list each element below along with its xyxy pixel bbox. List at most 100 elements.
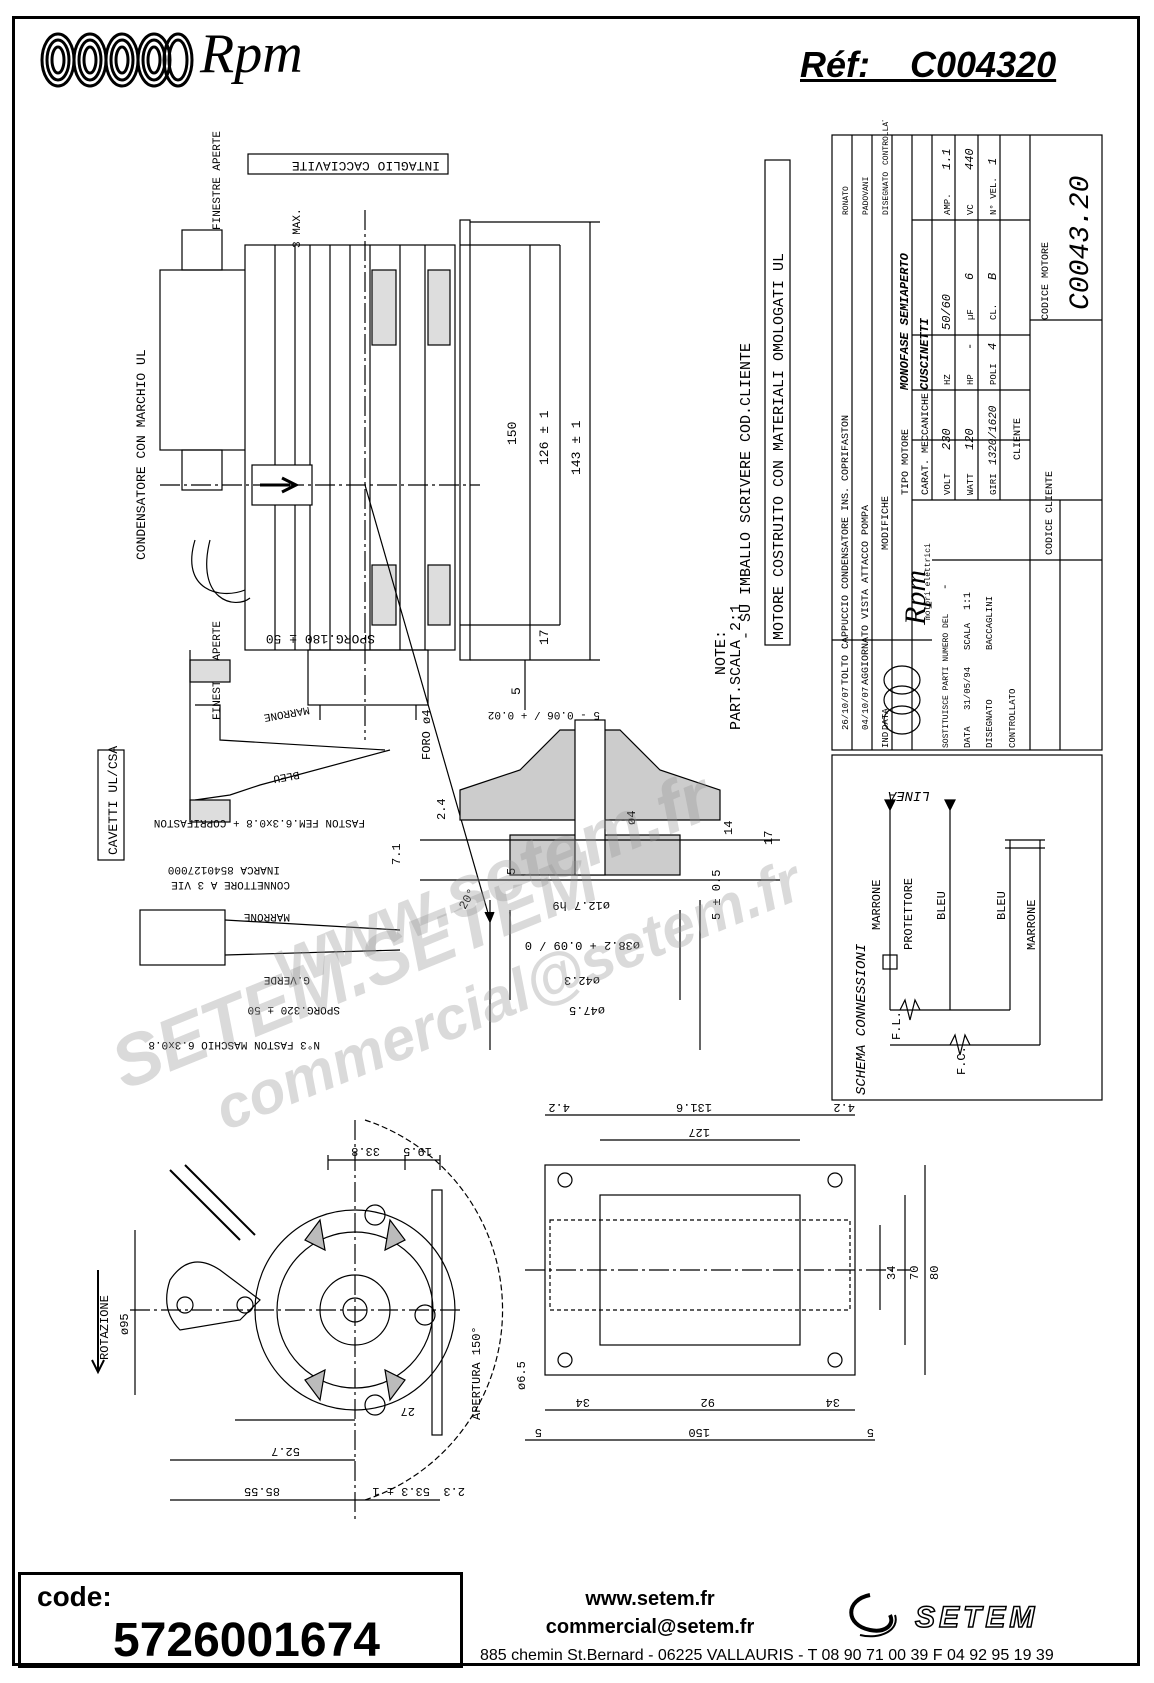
uf: 6 — [963, 273, 977, 280]
name1: RONATO — [842, 186, 851, 215]
codice-cliente-label: CODICE CLIENTE — [1045, 471, 1056, 555]
dim-92: 92 — [701, 1395, 715, 1409]
sporg-320: SPORG.320 ± 50 — [248, 1003, 340, 1015]
dim-5d: 5 — [867, 1425, 874, 1439]
col-data: DATA — [881, 708, 891, 730]
amp-label: AMP. — [943, 193, 953, 215]
connettore: CONNETTORE A 3 VIE — [171, 878, 290, 890]
cable-detail: SPORG.180 ± 50 MARRONE BLEU FASTON FEM.6… — [97, 631, 401, 1050]
nvel-label: N° VEL. — [989, 177, 999, 215]
dim-5-006: 5 - 0.06 / + 0.02 — [488, 708, 600, 720]
code-label: code: — [37, 1581, 112, 1612]
label-3max: 3 MAX. — [292, 208, 304, 248]
schema-bleu2: BLEU — [995, 891, 1009, 920]
setem-logo: SETEM — [849, 1593, 1035, 1638]
dim-5b: 5 — [505, 868, 519, 875]
note-1: - SU IMBALLO SCRIVERE COD.CLIENTE — [738, 343, 755, 640]
title-block: 26/10/07 TOLTO CAPPUCCIO CONDENSATORE IN… — [831, 120, 1103, 751]
code-box: code: 5726001674 — [18, 1572, 463, 1668]
g-verde: G.VERDE — [263, 973, 310, 985]
dim-70: 70 — [908, 1266, 922, 1280]
dim-5: 5 — [509, 687, 524, 695]
dim-14: 14 — [722, 821, 736, 835]
dim-4-2b: 4.2 — [833, 1100, 855, 1114]
motor-side-view: 150 126 ± 1 143 ± 1 17 5 CONDENSATORE CO… — [134, 131, 600, 924]
inarca: INARCA 8540127000 — [168, 863, 280, 875]
carat: CUSCINETTI — [918, 317, 932, 390]
disegnato: BACCAGLINI — [985, 596, 995, 650]
pulley-detail: PART.SCALA 2:1 5 - 0.06 / + 0.02 2.4 7.1… — [390, 604, 780, 1050]
tipo-motore: MONOFASE SEMIAPERTO — [898, 252, 912, 391]
address: 885 chemin St.Bernard - 06225 VALLAURIS … — [480, 1647, 1054, 1664]
poli: 4 — [986, 343, 1000, 350]
apertura: APERTURA 150° — [470, 1326, 484, 1420]
controllato-label: CONTROLLATO — [1008, 689, 1018, 748]
motor-front-view: 33.8 19.5 ø95 ROTAZIONE APERTURA 150° 27… — [91, 1119, 504, 1520]
schema-protettore: PROTETTORE — [902, 878, 916, 950]
scala-label: SCALA — [963, 622, 973, 650]
dim-2-4: 2.4 — [435, 798, 449, 820]
sporg-180: SPORG.180 ± 50 — [266, 631, 375, 646]
data-label: DATA — [963, 726, 973, 748]
dim-150b: 150 — [688, 1425, 710, 1439]
schema-title: SCHEMA CONNESSIONI — [854, 943, 870, 1095]
note-title: NOTE: — [713, 630, 730, 675]
dim-5c: 5 — [535, 1425, 542, 1439]
page-frame — [12, 16, 1140, 1666]
schema-fc: F.C. — [955, 1046, 969, 1075]
dim-phi6-5: ø6.5 — [515, 1361, 529, 1390]
connector-marrone: MARRONE — [243, 910, 290, 922]
tb-rpm: Rpm — [899, 570, 932, 626]
dim-phi12-7: ø12.7 h9 — [552, 898, 610, 912]
faston-maschio: N°3 FASTON MASCHIO 6.3x0.8 — [148, 1038, 320, 1050]
dim-phi38-2: ø38.2 + 0.09 / 0 — [525, 938, 640, 952]
label-foro: FORO ø4 — [420, 710, 434, 760]
cl-label: CL. — [989, 304, 999, 320]
codice-motore: C0043.20 — [1066, 176, 1097, 310]
dim-131-6: 131.6 — [676, 1100, 712, 1114]
label-condensatore: CONDENSATORE CON MARCHIO UL — [134, 349, 149, 560]
dim-80: 80 — [928, 1266, 942, 1280]
schema-bleu: BLEU — [935, 891, 949, 920]
rev7-date: 26/10/07 — [841, 687, 851, 730]
rpm-coil-logo — [40, 32, 194, 88]
technical-drawing: 150 126 ± 1 143 ± 1 17 5 CONDENSATORE CO… — [91, 120, 1103, 1520]
sostituisce: SOSTITUISCE PARTI NUMERO DEL — [942, 613, 951, 748]
tb-motori: motori elettrici — [924, 543, 933, 620]
faston-fem: FASTON FEM.6.3x0.8 + COPRIFASTON — [154, 816, 365, 828]
codice-motore-label: CODICE MOTORE — [1041, 242, 1052, 320]
dim-phi4: ø4 — [625, 811, 639, 825]
col-modifiche: MODIFICHE — [881, 496, 892, 550]
dim-7-1: 7.1 — [390, 843, 404, 865]
ref-value: C004320 — [910, 44, 1057, 85]
col-dis: DISEGNATO — [882, 172, 891, 215]
dim-5-05: 5 ± 0.5 — [710, 870, 724, 920]
dim-52-7: 52.7 — [271, 1444, 300, 1458]
name2: PADOVANI — [862, 177, 871, 215]
nvel: 1 — [986, 158, 1000, 165]
hp-label: HP — [966, 374, 976, 385]
connection-schema: SCHEMA CONNESSIONI LINEA MARRONE PROTETT… — [831, 754, 1103, 1101]
data-value: 31/05/94 — [963, 667, 973, 710]
rev7-text: TOLTO CAPPUCCIO CONDENSATORE INS. COPRIF… — [841, 415, 852, 685]
dim-phi42-3: ø42.3 — [564, 973, 600, 987]
dim-34b: 34 — [826, 1395, 840, 1409]
sostituisce-val: - — [940, 583, 952, 590]
amp: 1.1 — [940, 148, 954, 170]
notes: NOTE: - SU IMBALLO SCRIVERE COD.CLIENTE … — [713, 253, 788, 675]
dim-17b: 17 — [762, 831, 776, 845]
email-link[interactable]: commercial@setem.fr — [545, 1616, 755, 1638]
schema-marrone2: MARRONE — [1025, 900, 1039, 950]
dim-150: 150 — [505, 422, 520, 445]
cliente-label: CLIENTE — [1013, 418, 1024, 460]
dim-phi47-5: ø47.5 — [569, 1003, 605, 1017]
label-intaglio: INTAGLIO CACCIAVITE — [292, 158, 440, 173]
website-link[interactable]: www.setem.fr — [585, 1588, 715, 1610]
hz-label: HZ — [943, 374, 953, 385]
rev6-date: 04/10/07 — [861, 687, 871, 730]
col-ind: IND. — [881, 726, 891, 748]
giri: 1320/1620 — [988, 405, 1000, 465]
tipo-motore-label: TIPO MOTORE — [901, 429, 912, 495]
dim-27: 27 — [401, 1404, 415, 1418]
dim-143: 143 ± 1 — [569, 420, 584, 475]
